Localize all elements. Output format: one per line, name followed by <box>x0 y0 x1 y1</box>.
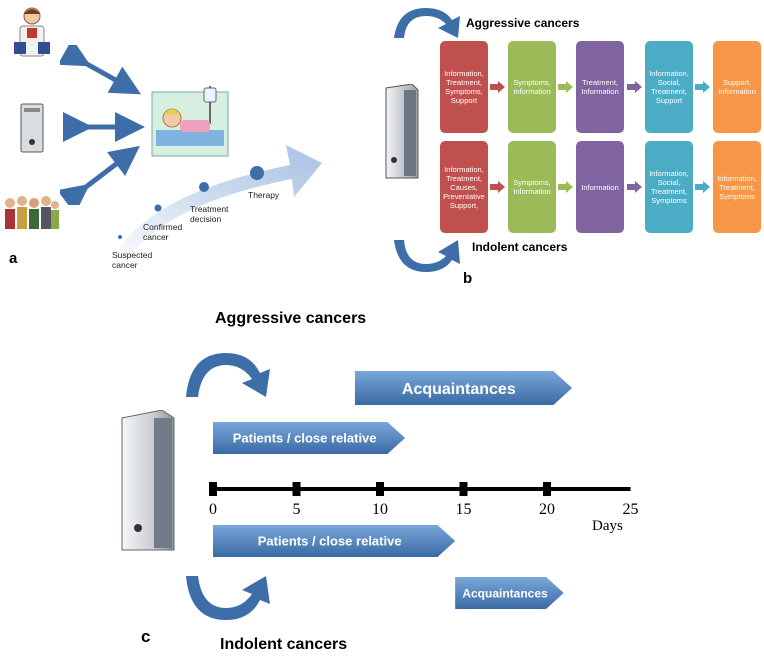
aggressive-patients-bar <box>213 422 406 454</box>
arrow-green-1 <box>558 81 573 93</box>
aggressive-acquaintances-bar <box>354 371 573 405</box>
curved-arrow-bottom-b <box>394 240 460 272</box>
arrow-purple-1 <box>627 81 642 93</box>
computer-tower-b-icon <box>385 84 419 179</box>
curved-arrow-bottom-c <box>186 576 270 620</box>
axis-tick-mark <box>292 482 301 496</box>
axis-tick-mark <box>209 482 217 496</box>
axis-tick-label: 5 <box>293 501 301 518</box>
axis-tick-label: 25 <box>623 501 639 518</box>
stage-dot-decision <box>199 182 209 192</box>
stage-label-decision: Treatment decision <box>190 204 229 224</box>
arrow-cyan-1 <box>695 81 710 93</box>
stage-dot-therapy <box>250 166 264 180</box>
axis-tick-label: 20 <box>539 501 555 518</box>
aggressive-title-b: Aggressive cancers <box>466 16 580 30</box>
double-arrows-group <box>60 45 145 205</box>
indolent-patients-bar <box>213 525 456 557</box>
indolent-title-c: Indolent cancers <box>220 636 348 653</box>
indolent-box-2: Symptoms, Information <box>508 141 556 233</box>
indolent-box-1: Information, Treatment, Causes, Preventa… <box>440 141 488 233</box>
axis-tick-label: 0 <box>209 501 217 518</box>
stage-label-confirmed: Confirmed cancer <box>143 222 183 242</box>
double-arrow-group <box>60 145 140 205</box>
axis-tick-label: 15 <box>456 501 472 518</box>
aggressive-box-1: Information, Treatment, Symptoms, Suppor… <box>440 41 488 133</box>
panel-label-b: b <box>463 270 473 287</box>
doctor-icon <box>14 7 50 57</box>
axis-tick-label: 10 <box>372 501 388 518</box>
axis-tick-mark <box>376 482 384 496</box>
panel-label-a: a <box>9 250 18 267</box>
panel-label-c: c <box>141 627 151 646</box>
axis-unit-label: Days <box>592 518 623 534</box>
indolent-acquaintances-bar <box>455 577 564 609</box>
arrow-green-2 <box>558 181 573 193</box>
aggressive-patients-label: Patients / close relative <box>233 431 377 446</box>
arrow-red-1 <box>490 81 505 93</box>
arrow-cyan-2 <box>695 181 710 193</box>
aggressive-acquaintances-label: Acquaintances <box>402 381 516 398</box>
stage-label-therapy: Therapy <box>248 190 280 200</box>
aggressive-box-3: Treatment, Information <box>576 41 624 133</box>
axis-tick-mark <box>543 482 551 496</box>
computer-icon <box>20 103 44 153</box>
aggressive-box-4: Information, Social, Treatment, Support <box>645 41 693 133</box>
stage-dot-confirmed <box>154 204 162 212</box>
patient-bed-icon <box>151 86 229 157</box>
stage-dot-suspected <box>118 235 122 239</box>
arrow-red-2 <box>490 181 505 193</box>
indolent-box-3: Information <box>576 141 624 233</box>
indolent-box-4: Information, Social, Treatment, Symptoms <box>645 141 693 233</box>
indolent-box-5: Information, Treatment, Symptoms <box>713 141 761 233</box>
axis-tick-mark <box>459 482 468 496</box>
aggressive-box-5: Support, Information <box>713 41 761 133</box>
indolent-acquaintances-label: Acquaintances <box>462 586 548 600</box>
curved-arrow-top-c <box>186 353 270 397</box>
curved-arrow-top-b <box>394 8 460 38</box>
double-arrow-doctor <box>60 45 142 95</box>
arrow-purple-2 <box>627 181 642 193</box>
aggressive-title-c: Aggressive cancers <box>215 310 367 327</box>
people-group-icon <box>5 196 59 229</box>
indolent-title-b: Indolent cancers <box>472 240 568 254</box>
aggressive-box-2: Symptoms, Information <box>508 41 556 133</box>
indolent-patients-label: Patients / close relative <box>258 534 402 549</box>
care-timeline-arrow <box>110 145 322 265</box>
computer-tower-c-icon <box>121 410 175 551</box>
stage-label-suspected: Suspected cancer <box>112 250 153 270</box>
